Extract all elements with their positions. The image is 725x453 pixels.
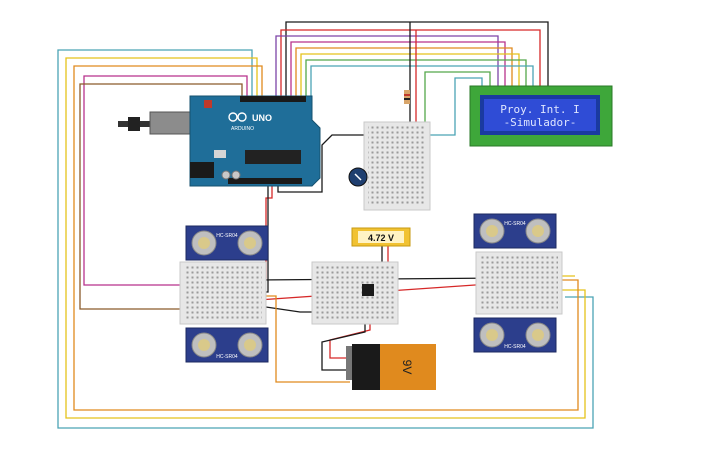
- transistor: [362, 284, 374, 296]
- wire-black-pot: [277, 134, 375, 193]
- voltmeter-reading: 4.72 V: [368, 233, 394, 243]
- wire-orange-lcd: [295, 47, 513, 96]
- sensor-4-label: HC-SR04: [504, 344, 526, 350]
- wire-magenta-lcd: [290, 41, 506, 96]
- ultrasonic-sensor-3: HC-SR04: [473, 213, 557, 249]
- sensor-1-label: HC-SR04: [216, 233, 238, 239]
- wire-black-lcd: [285, 21, 549, 96]
- wire-magenta-outer: [83, 75, 248, 286]
- lcd-line-2: -Simulador-: [504, 116, 577, 129]
- lcd-display: Proy. Int. I -Simulador-: [469, 85, 613, 147]
- wire-teal-lcd: [310, 65, 534, 96]
- breadboard-left: [179, 261, 267, 325]
- arduino-model: UNO: [252, 113, 272, 123]
- arduino-brand: ARDUINO: [231, 126, 254, 132]
- wire-orange-outer: [73, 65, 579, 411]
- power-jack: [190, 162, 214, 178]
- lcd-screen: [484, 99, 596, 131]
- wire-green-lcd-bb: [424, 71, 491, 130]
- ultrasonic-sensor-1: HC-SR04: [185, 225, 269, 261]
- battery-label: 9V: [400, 360, 414, 375]
- wire-yellow-outer: [65, 57, 586, 419]
- wire-purple-lcd-1: [275, 35, 499, 96]
- breadboard-top: [348, 90, 431, 211]
- breadboard-right: [475, 251, 563, 315]
- sensor-3-label: HC-SR04: [504, 221, 526, 227]
- arduino-uno: ARDUINO UNO: [118, 95, 321, 187]
- reset-button: [204, 100, 212, 108]
- usb-connector: [149, 111, 191, 135]
- atmega-chip: [245, 150, 301, 164]
- ultrasonic-sensor-4: HC-SR04: [473, 317, 557, 353]
- wire-teal-outer: [57, 49, 594, 429]
- sensor-2-label: HC-SR04: [216, 354, 238, 360]
- wire-brown-outer: [79, 83, 243, 310]
- battery-9v: 9V: [346, 344, 436, 390]
- lcd-line-1: Proy. Int. I: [500, 103, 579, 116]
- wire-teal-lcd-bb: [420, 77, 483, 136]
- ultrasonic-sensor-2: HC-SR04: [185, 327, 269, 363]
- breadboard-center: [311, 261, 399, 325]
- voltmeter: 4.72 V: [351, 227, 411, 247]
- resistor: [404, 90, 410, 104]
